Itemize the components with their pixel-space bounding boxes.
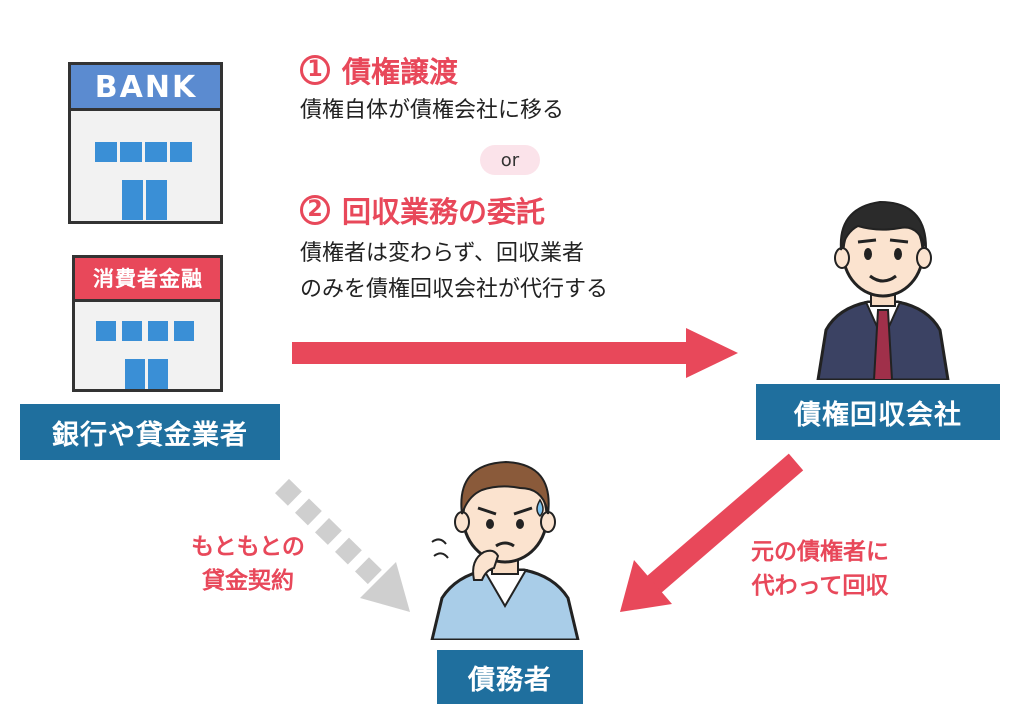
collect-arrow	[620, 453, 804, 612]
step2-description-line1: 債権者は変わらず、回収業者	[300, 241, 585, 266]
step1-title-text: 債権譲渡	[342, 55, 459, 89]
step1-number: 1	[300, 55, 330, 85]
step1-title: 1 債権譲渡	[300, 50, 458, 90]
collector-label: 債権回収会社	[756, 384, 1000, 440]
bank-sign: BANK	[94, 69, 198, 105]
transfer-arrow	[292, 328, 738, 378]
finance-building-icon	[72, 255, 224, 393]
collect-on-behalf-line1: 元の債権者に	[751, 539, 889, 565]
step2-number: 2	[300, 195, 330, 225]
collector-person-icon	[808, 180, 958, 382]
collect-on-behalf-line2: 代わって回収	[751, 573, 889, 599]
lender-label: 銀行や貸金業者	[20, 404, 280, 460]
debtor-label: 債務者	[437, 650, 583, 704]
step2-title-text: 回収業務の委託	[342, 195, 546, 229]
original-contract-arrow	[275, 478, 410, 612]
original-contract-line1: もともとの	[191, 534, 305, 560]
step2-description-line2: のみを債権回収会社が代行する	[300, 277, 609, 302]
original-contract-note: もともとの 貸金契約	[168, 530, 328, 598]
bank-building-icon	[68, 62, 223, 224]
or-badge: or	[480, 145, 540, 175]
step2-title: 2 回収業務の委託	[300, 190, 545, 230]
debtor-person-icon	[420, 430, 590, 642]
original-contract-line2: 貸金契約	[202, 568, 294, 594]
step1-description: 債権自体が債権会社に移る	[300, 98, 565, 123]
finance-sign: 消費者金融	[93, 267, 203, 291]
collect-on-behalf-note: 元の債権者に 代わって回収	[720, 535, 920, 603]
